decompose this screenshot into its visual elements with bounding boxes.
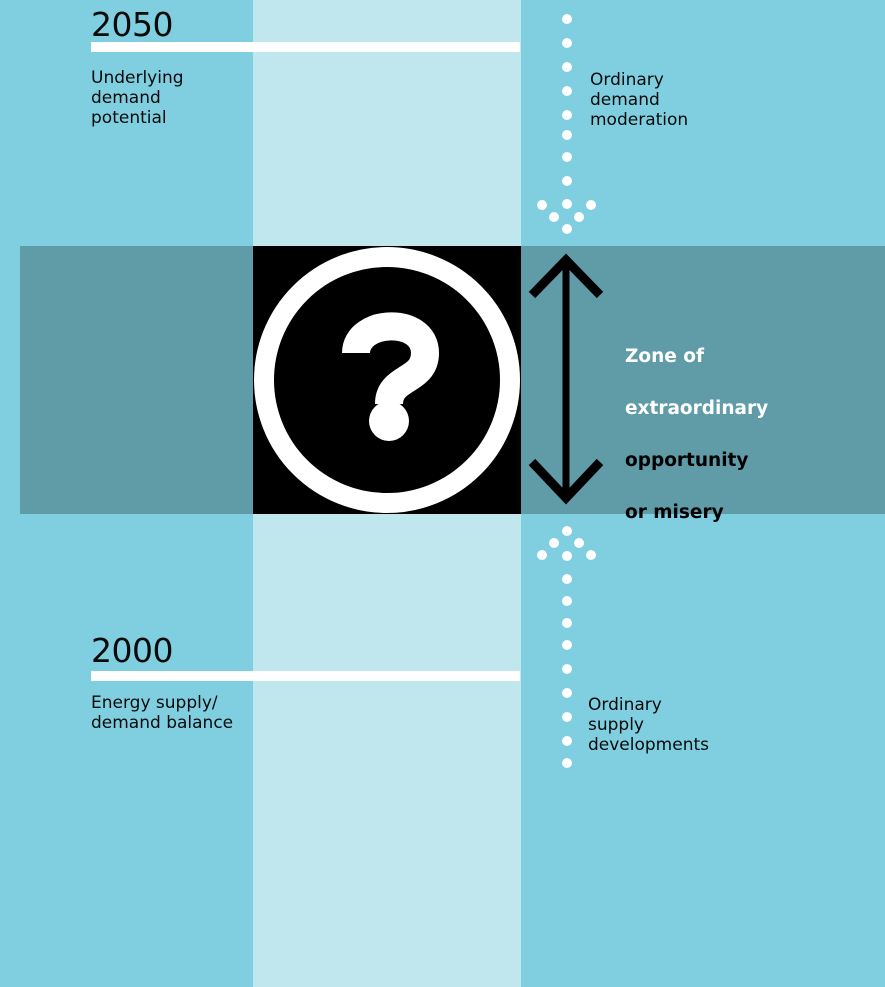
top-dot <box>562 86 572 96</box>
bottom-dot <box>562 758 572 768</box>
demand-moderation-label: Ordinary demand moderation <box>590 70 689 130</box>
bottom-arrowhead-dot <box>562 551 572 561</box>
top-dot <box>562 110 572 120</box>
year-2000: 2000 <box>91 631 173 670</box>
question-circle-icon <box>254 247 520 513</box>
year-2050: 2050 <box>91 5 173 44</box>
bottom-dot <box>562 664 572 674</box>
bottom-arrowhead-dot <box>574 538 584 548</box>
top-arrowhead-dot <box>562 224 572 234</box>
underlying-demand-label: Underlying demand potential <box>91 68 184 128</box>
bottom-arrowhead-dot <box>586 550 596 560</box>
top-arrowhead-dot <box>562 199 572 209</box>
zone-label-line3: opportunity <box>625 450 749 471</box>
double-headed-vertical-arrow-icon <box>528 253 604 505</box>
top-dot <box>562 130 572 140</box>
bottom-dot <box>562 736 572 746</box>
supply-demand-balance-label: Energy supply/ demand balance <box>91 693 234 733</box>
bottom-dot <box>562 574 572 584</box>
top-arrowhead-dot <box>574 212 584 222</box>
zone-label: Zone of extraordinary opportunity or mis… <box>625 318 768 552</box>
top-dot <box>562 62 572 72</box>
bottom-arrowhead-dot <box>549 538 559 548</box>
bottom-arrowhead-dot <box>537 550 547 560</box>
top-arrowhead-dot <box>537 200 547 210</box>
zone-label-line2: extraordinary <box>625 398 769 419</box>
year-2050-rule <box>91 42 520 52</box>
zone-label-line4: or misery <box>625 502 724 523</box>
question-box <box>253 246 521 514</box>
bottom-dot <box>562 596 572 606</box>
top-arrowhead-dot <box>586 200 596 210</box>
top-dot <box>562 14 572 24</box>
supply-developments-label: Ordinary supply developments <box>588 695 710 755</box>
top-arrowhead-dot <box>549 212 559 222</box>
bottom-dot <box>562 618 572 628</box>
zone-label-line1: Zone of <box>625 346 705 367</box>
top-dot <box>562 152 572 162</box>
top-dot <box>562 38 572 48</box>
bottom-arrowhead-dot <box>562 526 572 536</box>
bottom-dot <box>562 712 572 722</box>
year-2000-rule <box>91 671 520 681</box>
bottom-dot <box>562 640 572 650</box>
bottom-dot <box>562 688 572 698</box>
top-dot <box>562 176 572 186</box>
